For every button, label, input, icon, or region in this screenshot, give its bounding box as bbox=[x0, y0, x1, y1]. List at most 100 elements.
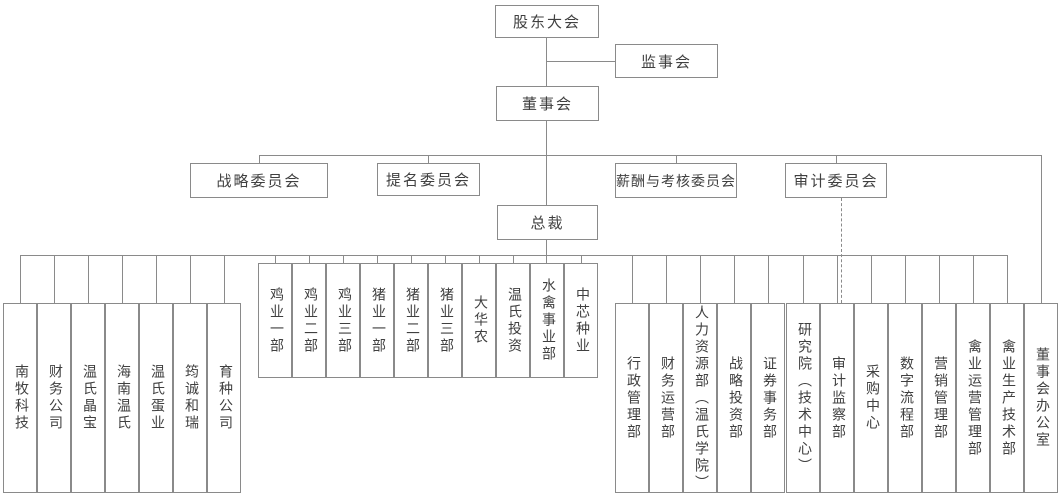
committee-audit-box: 审计委员会 bbox=[785, 163, 887, 198]
department-label: 行政管理部 bbox=[625, 355, 640, 441]
department-box: 人力资源部（温氏学院） bbox=[683, 303, 717, 493]
connector-line bbox=[309, 255, 310, 263]
department-box: 战略投资部 bbox=[717, 303, 751, 493]
subsidiary-label: 温氏晶宝 bbox=[81, 364, 96, 432]
subsidiary-label: 温氏蛋业 bbox=[149, 364, 164, 432]
connector-line bbox=[259, 155, 1041, 156]
committee-audit-label: 审计委员会 bbox=[793, 174, 879, 190]
subsidiary-label: 南牧科技 bbox=[13, 364, 28, 432]
subsidiary-box: 财务公司 bbox=[37, 303, 71, 493]
department-box: 财务运营部 bbox=[649, 303, 683, 493]
department-label: 战略投资部 bbox=[727, 355, 742, 441]
subsidiary-box: 育种公司 bbox=[207, 303, 241, 493]
division-box: 鸡业一部 bbox=[258, 263, 292, 378]
connector-line bbox=[939, 255, 940, 303]
department-box: 行政管理部 bbox=[615, 303, 649, 493]
division-box: 猪业二部 bbox=[394, 263, 428, 378]
subsidiary-label: 财务公司 bbox=[47, 364, 62, 432]
division-box: 鸡业二部 bbox=[292, 263, 326, 378]
connector-line bbox=[224, 255, 225, 303]
department-box: 禽业生产技术部 bbox=[990, 303, 1024, 493]
department-label: 禽业运营管理部 bbox=[966, 338, 981, 458]
division-label: 水禽事业部 bbox=[540, 278, 555, 363]
subsidiary-box: 南牧科技 bbox=[3, 303, 37, 493]
department-label: 禽业生产技术部 bbox=[1000, 338, 1015, 458]
department-label: 董事会办公室 bbox=[1034, 347, 1049, 449]
connector-line bbox=[1007, 255, 1008, 303]
connector-line bbox=[479, 255, 480, 263]
board-of-directors-box: 董事会 bbox=[496, 86, 599, 121]
committee-nomination-label: 提名委员会 bbox=[385, 173, 471, 189]
connector-line bbox=[581, 255, 582, 263]
board-of-directors-label: 董事会 bbox=[521, 97, 573, 113]
division-label: 鸡业二部 bbox=[302, 286, 317, 355]
connector-line bbox=[700, 255, 701, 303]
department-label: 采购中心 bbox=[864, 364, 879, 432]
committee-strategy-box: 战略委员会 bbox=[190, 163, 328, 198]
connector-line bbox=[190, 255, 191, 303]
connector-line bbox=[445, 255, 446, 263]
connector-line bbox=[343, 255, 344, 263]
committee-compensation-box: 薪酬与考核委员会 bbox=[615, 163, 737, 198]
division-label: 大华农 bbox=[472, 295, 487, 346]
connector-line bbox=[837, 255, 838, 303]
subsidiary-label: 海南温氏 bbox=[115, 364, 130, 432]
supervisory-board-box: 监事会 bbox=[615, 44, 718, 78]
department-box: 董事会办公室 bbox=[1024, 303, 1058, 493]
connector-line bbox=[428, 155, 429, 163]
division-box: 温氏投资 bbox=[496, 263, 530, 378]
division-box: 中芯种业 bbox=[564, 263, 598, 378]
connector-line bbox=[666, 255, 667, 303]
connector-line bbox=[546, 61, 615, 62]
shareholders-meeting-label: 股东大会 bbox=[512, 15, 581, 31]
shareholders-meeting-box: 股东大会 bbox=[495, 5, 599, 38]
subsidiary-label: 育种公司 bbox=[217, 364, 232, 432]
committee-compensation-label: 薪酬与考核委员会 bbox=[616, 174, 736, 190]
department-label: 人力资源部（温氏学院） bbox=[693, 304, 708, 492]
department-label: 财务运营部 bbox=[659, 355, 674, 441]
connector-line bbox=[411, 255, 412, 263]
connector-line bbox=[546, 155, 547, 205]
connector-line bbox=[156, 255, 157, 303]
audit-dashed-connector bbox=[841, 198, 842, 303]
subsidiary-label: 筠诚和瑞 bbox=[183, 364, 198, 432]
subsidiary-box: 筠诚和瑞 bbox=[173, 303, 207, 493]
president-label: 总裁 bbox=[530, 216, 565, 232]
connector-line bbox=[768, 255, 769, 303]
connector-line bbox=[546, 38, 547, 86]
department-label: 证券事务部 bbox=[761, 355, 776, 441]
department-label: 审计监察部 bbox=[830, 355, 845, 441]
department-label: 研究院（技术中心） bbox=[796, 321, 811, 475]
connector-line bbox=[20, 255, 21, 303]
department-box: 禽业运营管理部 bbox=[956, 303, 990, 493]
committee-nomination-box: 提名委员会 bbox=[377, 163, 480, 196]
connector-line bbox=[803, 255, 804, 303]
division-label: 猪业三部 bbox=[438, 286, 453, 355]
division-box: 猪业一部 bbox=[360, 263, 394, 378]
connector-line bbox=[632, 255, 633, 303]
subsidiary-box: 海南温氏 bbox=[105, 303, 139, 493]
department-box: 研究院（技术中心） bbox=[786, 303, 820, 493]
connector-line bbox=[973, 255, 974, 303]
connector-line bbox=[546, 121, 547, 155]
department-label: 数字流程部 bbox=[898, 355, 913, 441]
division-label: 鸡业一部 bbox=[268, 286, 283, 355]
connector-line bbox=[871, 255, 872, 303]
department-box: 采购中心 bbox=[854, 303, 888, 493]
division-label: 中芯种业 bbox=[574, 286, 589, 355]
department-box: 证券事务部 bbox=[751, 303, 785, 493]
division-label: 鸡业三部 bbox=[336, 286, 351, 355]
connector-line bbox=[513, 255, 514, 263]
division-box: 鸡业三部 bbox=[326, 263, 360, 378]
connector-line bbox=[905, 255, 906, 303]
connector-line bbox=[122, 255, 123, 303]
department-box: 营销管理部 bbox=[922, 303, 956, 493]
connector-line bbox=[275, 255, 276, 263]
connector-line bbox=[259, 155, 260, 163]
division-box: 大华农 bbox=[462, 263, 496, 378]
president-box: 总裁 bbox=[497, 205, 598, 240]
supervisory-board-label: 监事会 bbox=[640, 54, 692, 71]
division-box: 猪业三部 bbox=[428, 263, 462, 378]
subsidiary-box: 温氏晶宝 bbox=[71, 303, 105, 493]
